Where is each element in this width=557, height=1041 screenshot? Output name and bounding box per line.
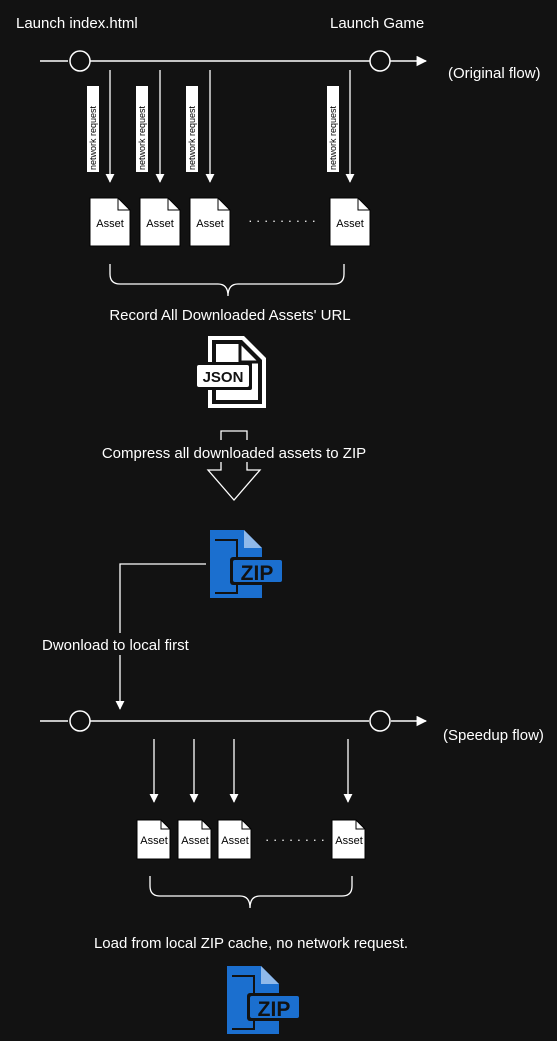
request-label-3: network request <box>186 86 198 172</box>
svg-text:network request: network request <box>187 105 197 170</box>
svg-text:Asset: Asset <box>140 835 168 847</box>
asset-file-1: Asset <box>89 197 131 247</box>
local-asset-ellipsis: · · · · · · · · <box>265 832 325 847</box>
svg-text:Asset: Asset <box>221 835 249 847</box>
launch-game-label: Launch Game <box>330 15 424 32</box>
svg-text:Asset: Asset <box>336 218 364 230</box>
local-asset-file-4: Asset <box>331 819 366 860</box>
speedup-flow-label: (Speedup flow) <box>443 727 544 744</box>
load-label: Load from local ZIP cache, no network re… <box>94 935 408 952</box>
asset-file-3: Asset <box>189 197 231 247</box>
svg-text:ZIP: ZIP <box>258 998 291 1021</box>
start-node <box>69 50 91 72</box>
bottom-brace <box>149 876 353 909</box>
asset-file-2: Asset <box>139 197 181 247</box>
request-label-4: network request <box>327 86 339 172</box>
original-flow-label: (Original flow) <box>448 65 541 82</box>
svg-text:network request: network request <box>88 105 98 170</box>
download-connector <box>115 563 206 710</box>
svg-text:JSON: JSON <box>203 369 244 386</box>
speedup-start-node <box>69 710 91 732</box>
local-asset-file-2: Asset <box>177 819 212 860</box>
json-file-icon: JSON <box>194 336 266 408</box>
svg-text:network request: network request <box>137 105 147 170</box>
download-label-bg <box>40 633 200 655</box>
compress-label-bg <box>92 440 380 462</box>
svg-text:Asset: Asset <box>96 218 124 230</box>
speedup-end-node <box>369 710 391 732</box>
local-asset-file-1: Asset <box>136 819 171 860</box>
svg-text:network request: network request <box>328 105 338 170</box>
svg-text:Asset: Asset <box>335 835 363 847</box>
local-asset-file-3: Asset <box>217 819 252 860</box>
load-arrows <box>149 739 353 803</box>
launch-index-label: Launch index.html <box>16 15 138 32</box>
svg-text:Asset: Asset <box>196 218 224 230</box>
record-label: Record All Downloaded Assets' URL <box>109 307 350 324</box>
compress-label: Compress all downloaded assets to ZIP <box>102 445 366 462</box>
svg-text:Asset: Asset <box>181 835 209 847</box>
top-brace <box>109 264 345 297</box>
asset-ellipsis: · · · · · · · · · <box>248 213 316 228</box>
network-request-arrows <box>105 70 355 183</box>
end-node <box>369 50 391 72</box>
request-label-1: network request <box>87 86 99 172</box>
svg-text:Asset: Asset <box>146 218 174 230</box>
svg-text:ZIP: ZIP <box>241 562 274 585</box>
local-zip-file-icon: ZIP <box>227 966 302 1034</box>
download-label: Dwonload to local first <box>42 637 190 654</box>
zip-file-icon: ZIP <box>210 530 285 598</box>
request-label-2: network request <box>136 86 148 172</box>
asset-file-4: Asset <box>329 197 371 247</box>
